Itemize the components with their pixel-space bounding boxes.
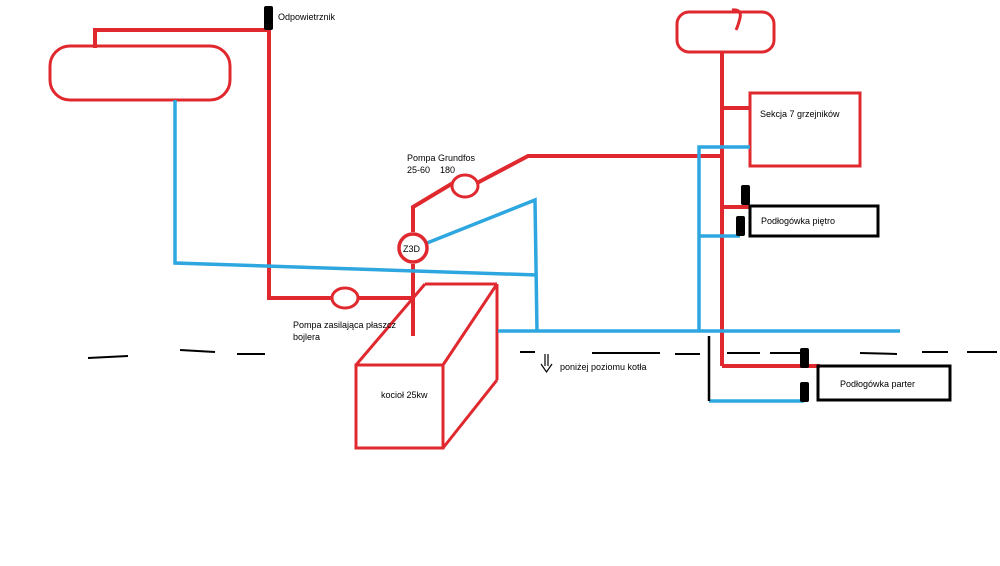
radiators-box (748, 91, 862, 168)
expansion-tank-left (48, 44, 232, 102)
tank-right-mark (731, 8, 742, 31)
radiators-label: Sekcja 7 grzejników (760, 109, 840, 119)
three-way-valve (397, 232, 429, 264)
floor-ground-label: Podłogówka parter (840, 379, 915, 389)
boiler-box (354, 282, 499, 450)
boiler-label: kocioł 25kw (381, 390, 428, 400)
pump-boiler-label-2: bojlera (293, 332, 320, 342)
down-arrow-icon (540, 354, 553, 374)
pump-icon (450, 173, 480, 199)
floor-upper-label: Podłogówka piętro (761, 216, 835, 226)
vent-valve-icon (264, 6, 809, 402)
pump-grundfos-label-2: 25-60 180 (407, 165, 455, 175)
expansion-tank-right (675, 10, 776, 54)
level-marker-label: poniżej poziomu kotła (560, 362, 647, 372)
hot-pipes (93, 28, 820, 368)
pump-boiler-label-1: Pompa zasilająca płaszcz (293, 320, 397, 330)
pump-grundfos-label-1: Pompa Grundfos (407, 153, 476, 163)
cold-pipes (173, 100, 900, 403)
vent-label: Odpowietrznik (278, 12, 336, 22)
valve-label: Z3D (403, 244, 421, 254)
level-line (87, 349, 997, 359)
pump-icon (330, 286, 360, 310)
floor-upper-box (748, 204, 880, 238)
floor-ground-box (816, 364, 952, 402)
